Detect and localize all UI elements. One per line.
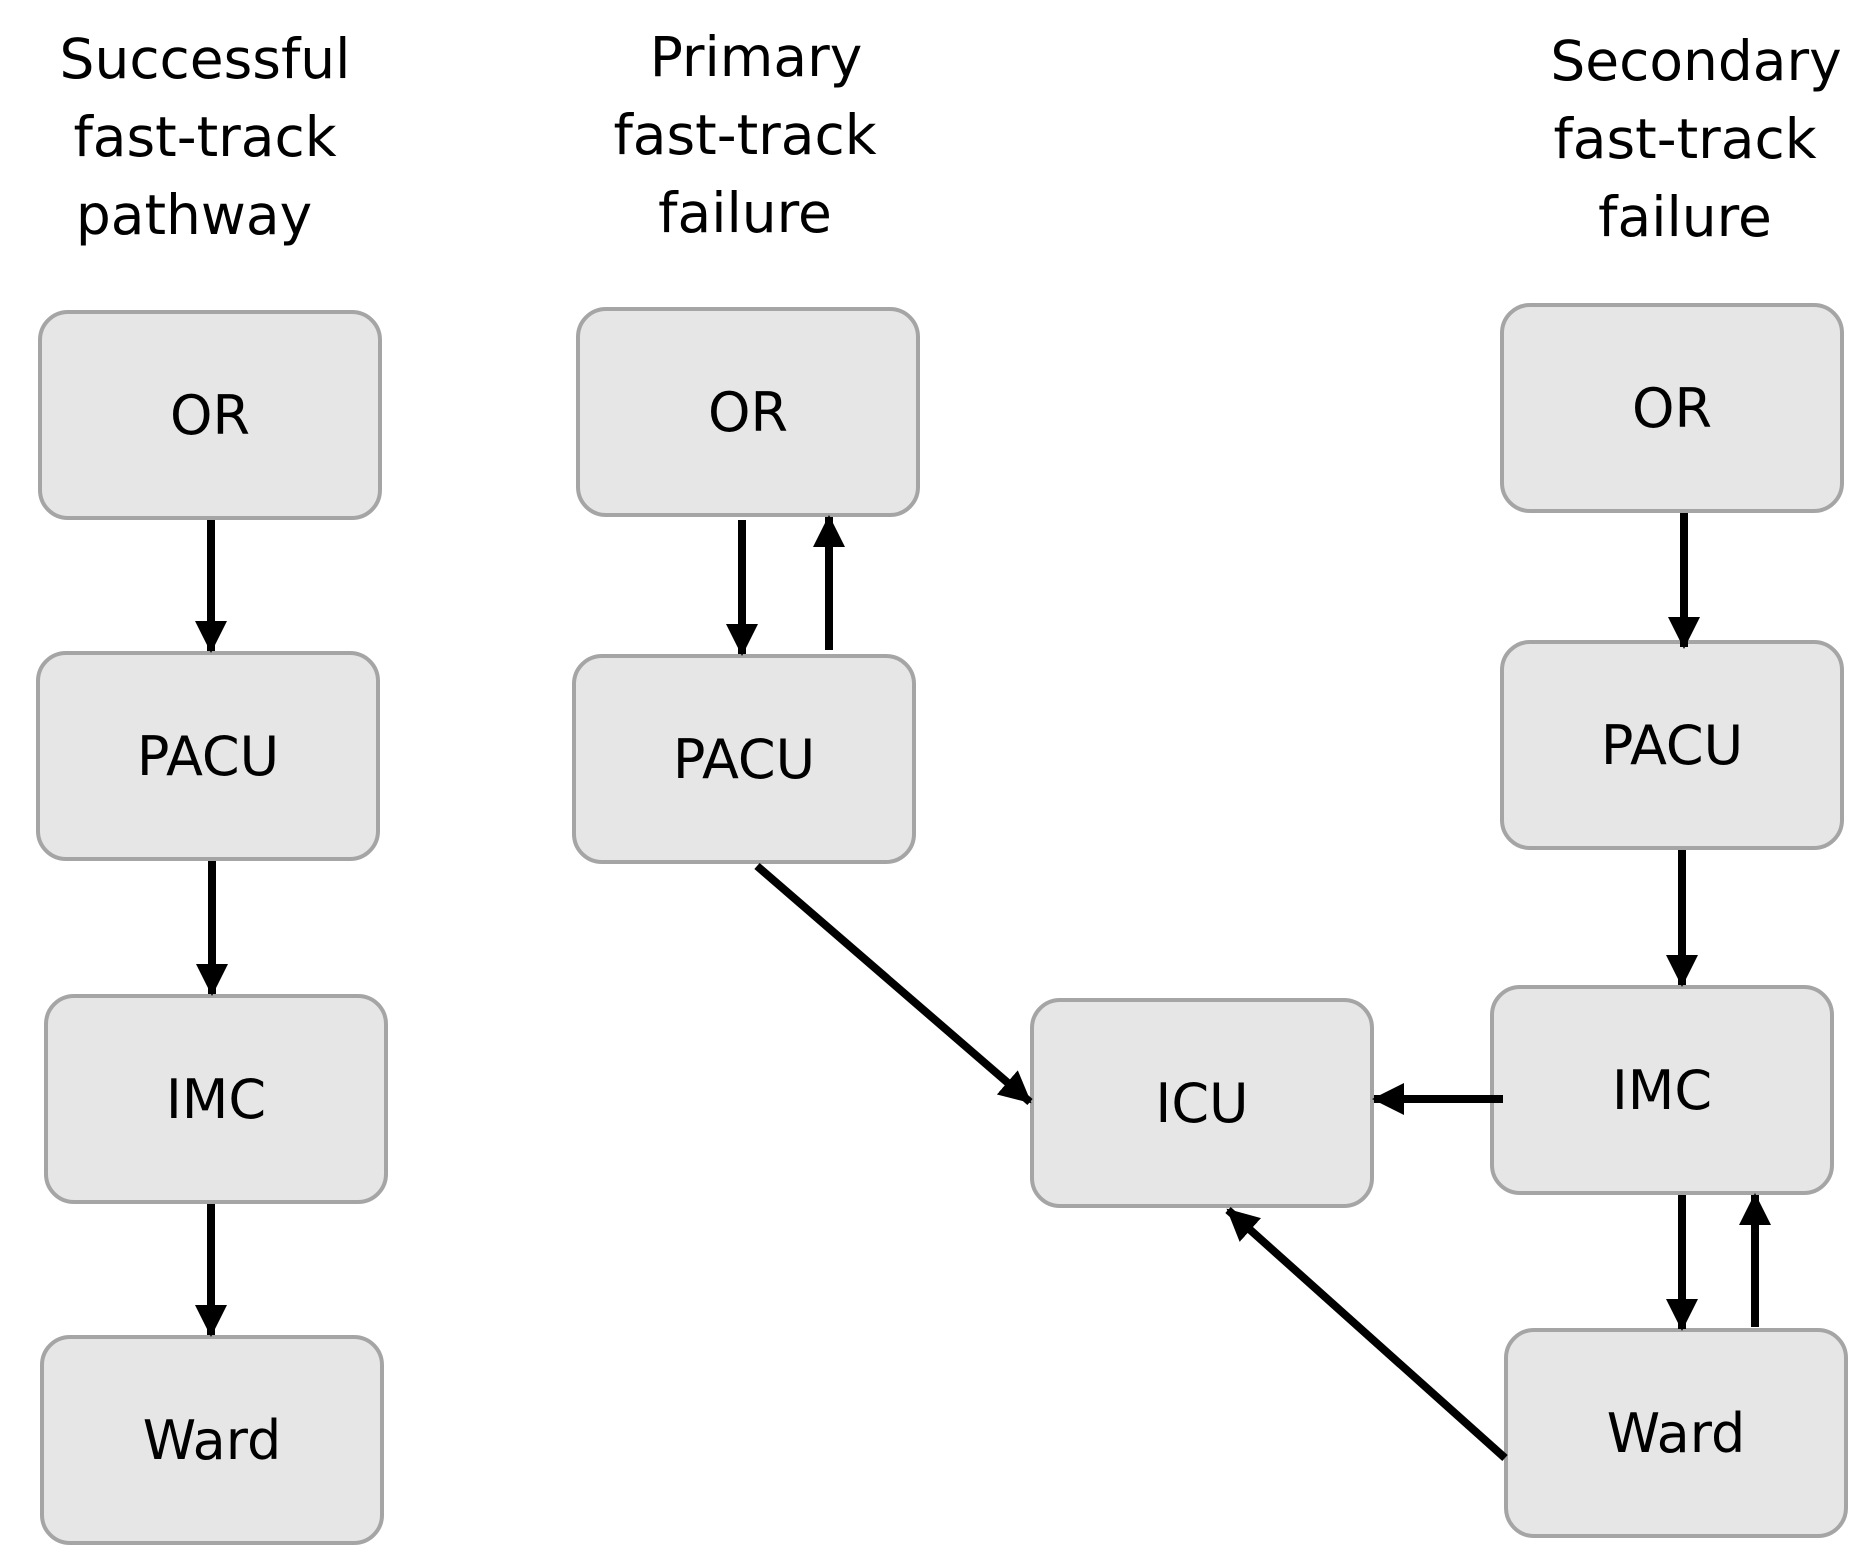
node-label: IMC <box>1611 1058 1713 1122</box>
heading-line: fast-track <box>1553 107 1817 171</box>
arrow-pacu-to-icu <box>754 862 1033 1106</box>
node-or-successful: OR <box>38 310 382 520</box>
heading-line: fast-track <box>613 103 877 167</box>
node-label: PACU <box>672 727 816 791</box>
heading-successful-pathway: Successful fast-track pathway <box>20 20 390 254</box>
heading-primary-failure: Primary fast-track failure <box>560 18 930 252</box>
heading-line: Successful <box>59 27 351 91</box>
heading-line: Primary <box>649 25 863 89</box>
node-or-primary: OR <box>576 307 920 517</box>
node-label: IMC <box>165 1067 267 1131</box>
node-label: PACU <box>1600 713 1744 777</box>
node-label: OR <box>707 380 789 444</box>
node-pacu-primary: PACU <box>572 654 916 864</box>
node-ward-successful: Ward <box>40 1335 384 1545</box>
node-label: Ward <box>142 1408 282 1472</box>
node-label: Ward <box>1606 1401 1746 1465</box>
heading-line: fast-track <box>73 105 337 169</box>
node-label: OR <box>169 383 251 447</box>
heading-line: Secondary <box>1550 29 1842 93</box>
node-imc-secondary: IMC <box>1490 985 1834 1195</box>
node-imc-successful: IMC <box>44 994 388 1204</box>
heading-line: pathway <box>75 183 313 247</box>
node-pacu-successful: PACU <box>36 651 380 861</box>
node-label: OR <box>1631 376 1713 440</box>
heading-secondary-failure: Secondary fast-track failure <box>1500 22 1870 256</box>
node-ward-secondary: Ward <box>1504 1328 1848 1538</box>
node-or-secondary: OR <box>1500 303 1844 513</box>
node-label: ICU <box>1155 1071 1249 1135</box>
arrow-ward-to-icu <box>1225 1207 1508 1461</box>
heading-line: failure <box>658 181 832 245</box>
node-label: PACU <box>136 724 280 788</box>
heading-line: failure <box>1598 185 1772 249</box>
